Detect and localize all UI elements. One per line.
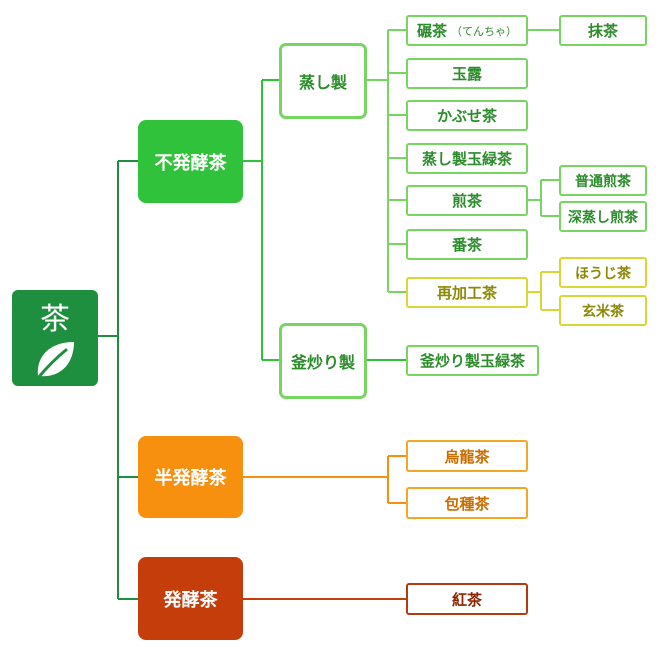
root-label: 茶 — [40, 302, 70, 337]
connector-unfermented — [243, 79, 279, 361]
node-reprocessed-tea: 再加工茶 — [406, 277, 528, 308]
connector-reprocessed — [528, 271, 559, 311]
node-houjicha: ほうじ茶 — [559, 257, 647, 288]
node-genmaicha: 玄米茶 — [559, 295, 647, 326]
node-oolong: 烏龍茶 — [406, 440, 528, 472]
connector-steamed — [367, 29, 406, 293]
node-matcha: 抹茶 — [559, 15, 647, 46]
node-fermented-tea: 発酵茶 — [138, 557, 243, 640]
node-bancha: 番茶 — [406, 229, 528, 260]
connector-sencha — [528, 179, 559, 217]
connector-root — [98, 160, 138, 600]
node-gyokuro: 玉露 — [406, 58, 528, 89]
node-tencha: 碾茶 （てんちゃ） — [406, 15, 528, 46]
node-sencha: 煎茶 — [406, 185, 528, 216]
node-kabusecha: かぶせ茶 — [406, 100, 528, 131]
node-steamed: 蒸し製 — [279, 43, 367, 119]
node-black-tea: 紅茶 — [406, 583, 528, 615]
node-semi-fermented-tea: 半発酵茶 — [138, 436, 243, 518]
node-mushisei-tamaryokucha: 蒸し製玉緑茶 — [406, 143, 528, 174]
node-kamairi-tamaryokucha: 釜炒り製玉緑茶 — [406, 345, 539, 376]
tencha-label: 碾茶 — [416, 22, 447, 40]
root-node-tea: 茶 — [12, 290, 98, 386]
leaf-icon — [36, 342, 74, 380]
connector-semi-fermented — [243, 455, 406, 504]
tencha-reading: （てんちゃ） — [451, 24, 517, 38]
node-futsuu-sencha: 普通煎茶 — [559, 165, 647, 196]
node-unfermented-tea: 不発酵茶 — [138, 120, 243, 203]
node-pan-fired: 釜炒り製 — [279, 323, 367, 399]
node-baozhong: 包種茶 — [406, 487, 528, 519]
node-fukamushi-sencha: 深蒸し煎茶 — [559, 201, 647, 232]
